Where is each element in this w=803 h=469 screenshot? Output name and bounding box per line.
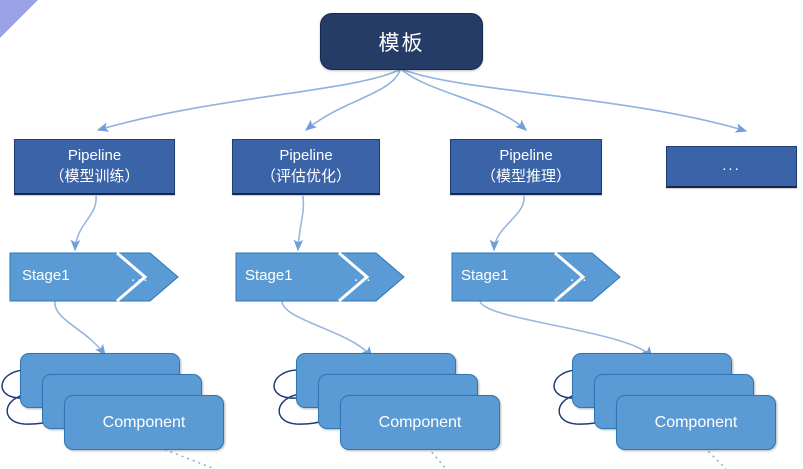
pipeline-box-more[interactable]: ...	[666, 146, 797, 188]
pipeline-box-1-subtitle: （模型训练）	[49, 167, 140, 185]
corner-artifact	[0, 0, 38, 38]
pipeline-box-3-name: Pipeline	[499, 147, 553, 165]
pipeline-box-1[interactable]: Pipeline （模型训练）	[14, 139, 175, 195]
pipeline-box-3[interactable]: Pipeline （模型推理）	[450, 139, 602, 195]
stage-1-label[interactable]: Stage1	[22, 267, 70, 284]
stage-chevron-2	[235, 252, 405, 302]
template-box-label: 模板	[378, 31, 425, 55]
stage-2-label[interactable]: Stage1	[245, 267, 293, 284]
component-stack-3-front[interactable]: Component	[616, 395, 776, 450]
component-stack-3-label: Component	[654, 413, 738, 431]
pipeline-box-1-name: Pipeline	[67, 147, 122, 165]
template-box[interactable]: 模板	[320, 13, 483, 70]
stage-chevron-1	[9, 252, 179, 302]
template-to-pipeline-arrows	[96, 69, 748, 133]
pipeline-box-3-subtitle: （模型推理）	[480, 167, 571, 185]
component-stack-2-label: Component	[378, 413, 462, 431]
component-stack-2-front[interactable]: Component	[340, 395, 500, 450]
stage-1-more[interactable]: ...	[131, 268, 150, 285]
pipeline-box-2-subtitle: （评估优化）	[260, 167, 351, 185]
stage-chevron-3	[451, 252, 621, 302]
component-stack-1-label: Component	[102, 413, 186, 431]
stage-chevrons	[9, 251, 621, 303]
stage-to-component-arrows	[54, 299, 653, 358]
pipeline-box-2-name: Pipeline	[279, 147, 333, 165]
stage-3-label[interactable]: Stage1	[461, 267, 509, 284]
component-stack-1-front[interactable]: Component	[64, 395, 224, 450]
pipeline-box-more-label: ...	[722, 157, 741, 175]
stage-2-more[interactable]: ...	[354, 268, 373, 285]
pipeline-to-stage-arrows	[70, 195, 525, 252]
pipeline-box-2[interactable]: Pipeline （评估优化）	[232, 139, 380, 195]
stage-3-more[interactable]: ...	[570, 268, 589, 285]
